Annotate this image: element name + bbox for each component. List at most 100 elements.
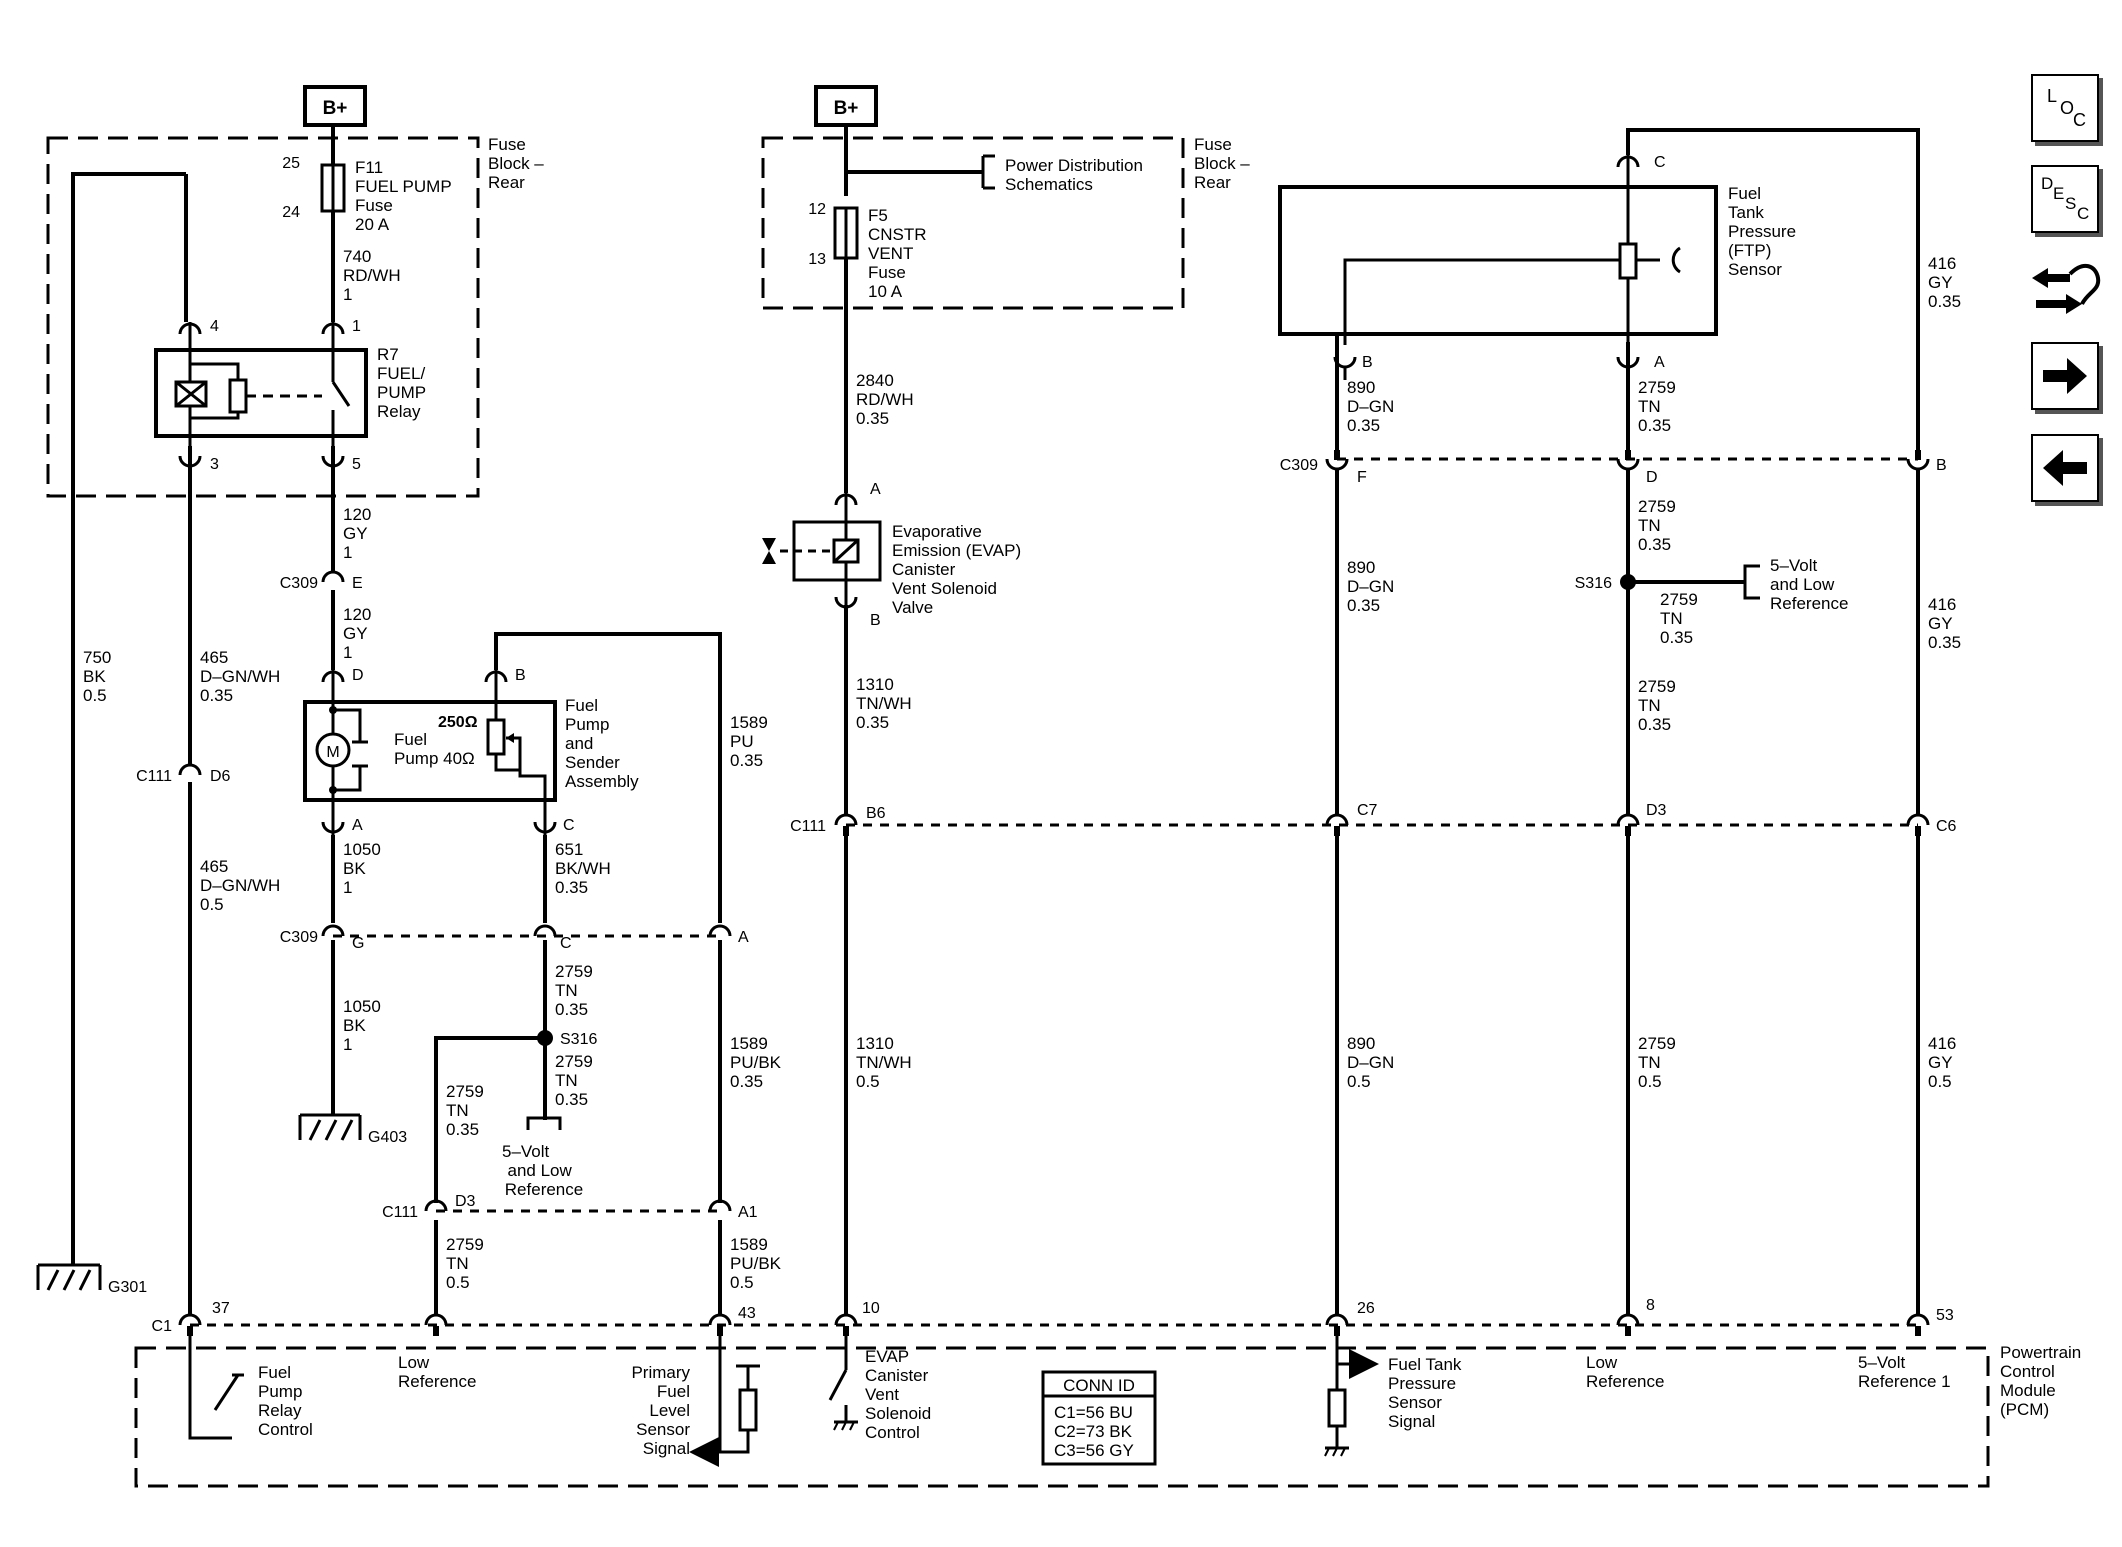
connector-dashed-lines	[190, 457, 1918, 1327]
svg-text:43: 43	[738, 1305, 756, 1322]
svg-text:C309: C309	[1280, 457, 1318, 474]
svg-text:D: D	[2041, 174, 2053, 193]
pcm-module: Powertrain Control Module (PCM) 37 43 10…	[134, 1297, 2081, 1488]
svg-text:C1=56 BU C2=73 BK: C1=56 BU C2=73 BK C3=56 GY	[1054, 1403, 1138, 1460]
previous-page-button[interactable]	[2031, 434, 2099, 502]
svg-text:S316: S316	[1575, 575, 1612, 592]
svg-text:B: B	[870, 612, 881, 629]
relay-terminals	[178, 322, 345, 468]
svg-text:250Ω: 250Ω	[438, 714, 478, 731]
svg-text:S316: S316	[560, 1031, 597, 1048]
svg-text:C111: C111	[136, 768, 172, 785]
pump-assembly-terminals	[321, 670, 557, 835]
svg-text:C6: C6	[1936, 818, 1957, 835]
b-plus-supply-left: B+	[303, 85, 367, 127]
svg-text:C111: C111	[382, 1204, 418, 1221]
fuse-block-rear-left: Fuse Block – Rear	[46, 135, 548, 498]
next-page-button[interactable]	[2031, 342, 2099, 410]
svg-text:53: 53	[1936, 1307, 1954, 1324]
loc-icon: L O C	[2047, 86, 2086, 130]
svg-text:Power Distribution Schem: Power Distribution Schematics	[1005, 156, 1148, 194]
svg-text:B+: B+	[323, 98, 348, 119]
svg-text:5–Volt and Low Ref: 5–Volt and Low Reference	[502, 1142, 583, 1199]
ground-g301: G301	[36, 1263, 147, 1296]
svg-text:B: B	[1362, 354, 1373, 371]
fuel-tank-pressure-sensor: Fuel Tank Pressure (FTP) Sensor C B A	[1278, 154, 1796, 371]
svg-text:Fuel Pump 40Ω: Fuel Pump 40Ω	[394, 730, 475, 768]
svg-text:5–Volt and Low Ref: 5–Volt and Low Reference	[1770, 556, 1848, 613]
svg-text:G: G	[352, 935, 364, 952]
svg-text:S: S	[2065, 194, 2076, 213]
desc-button[interactable]: D E S C	[2031, 165, 2099, 233]
svg-text:26: 26	[1357, 1300, 1375, 1317]
loc-button[interactable]: L O C	[2031, 74, 2099, 142]
fuse-f11: 25 24 F11 FUEL PUMP Fuse 20 A	[282, 155, 456, 234]
connector-swap-button[interactable]	[2026, 252, 2104, 324]
svg-text:24: 24	[282, 204, 300, 221]
svg-text:C: C	[1654, 154, 1666, 171]
svg-text:B: B	[1936, 457, 1947, 474]
svg-text:5: 5	[352, 456, 361, 473]
svg-text:D: D	[352, 667, 364, 684]
splice-s316-right: S316	[1575, 574, 1636, 592]
fuse-block-left-title: Fuse Block – Rear	[488, 135, 548, 192]
fuse-block-rear-middle: Fuse Block – Rear	[761, 135, 1254, 310]
fuse-block-mid-title: Fuse Block – Rear	[1194, 135, 1254, 192]
svg-text:C: C	[560, 935, 572, 952]
svg-text:25: 25	[282, 155, 300, 172]
svg-text:CONN ID: CONN ID	[1063, 1376, 1135, 1395]
svg-text:3: 3	[210, 456, 219, 473]
fuse-f5: 12 13 F5 CNSTR VENT Fuse 10 A	[808, 201, 931, 301]
svg-text:10: 10	[862, 1300, 880, 1317]
ground-g403: G403	[298, 1113, 407, 1146]
svg-text:D3: D3	[455, 1193, 476, 1210]
arrow-left-icon	[2043, 450, 2087, 486]
ftp-terminals	[1333, 155, 1640, 380]
connector-labels: C309 E C111 D6 C309 G C A C111 D3 A1 C11…	[136, 457, 1956, 1335]
svg-text:D3: D3	[1646, 802, 1667, 819]
svg-text:C309: C309	[280, 929, 318, 946]
svg-text:C111: C111	[790, 818, 826, 835]
svg-text:F5 CNSTR VENT: F5 CNSTR VENT Fuse 10 A	[868, 206, 931, 301]
connector-pin-stubs	[187, 450, 1921, 1336]
svg-text:C309: C309	[280, 575, 318, 592]
power-distribution-reference: Power Distribution Schematics	[981, 154, 1148, 194]
svg-text:C1: C1	[152, 1318, 173, 1335]
svg-text:A: A	[352, 817, 363, 834]
inline-connector-cups	[178, 458, 1930, 1326]
svg-text:F11 FUEL PUMP Fuse: F11 FUEL PUMP Fuse 20 A	[355, 158, 456, 234]
svg-text:C: C	[2077, 204, 2089, 223]
wires	[71, 125, 1920, 1315]
svg-text:D6: D6	[210, 768, 231, 785]
svg-text:E: E	[352, 575, 363, 592]
